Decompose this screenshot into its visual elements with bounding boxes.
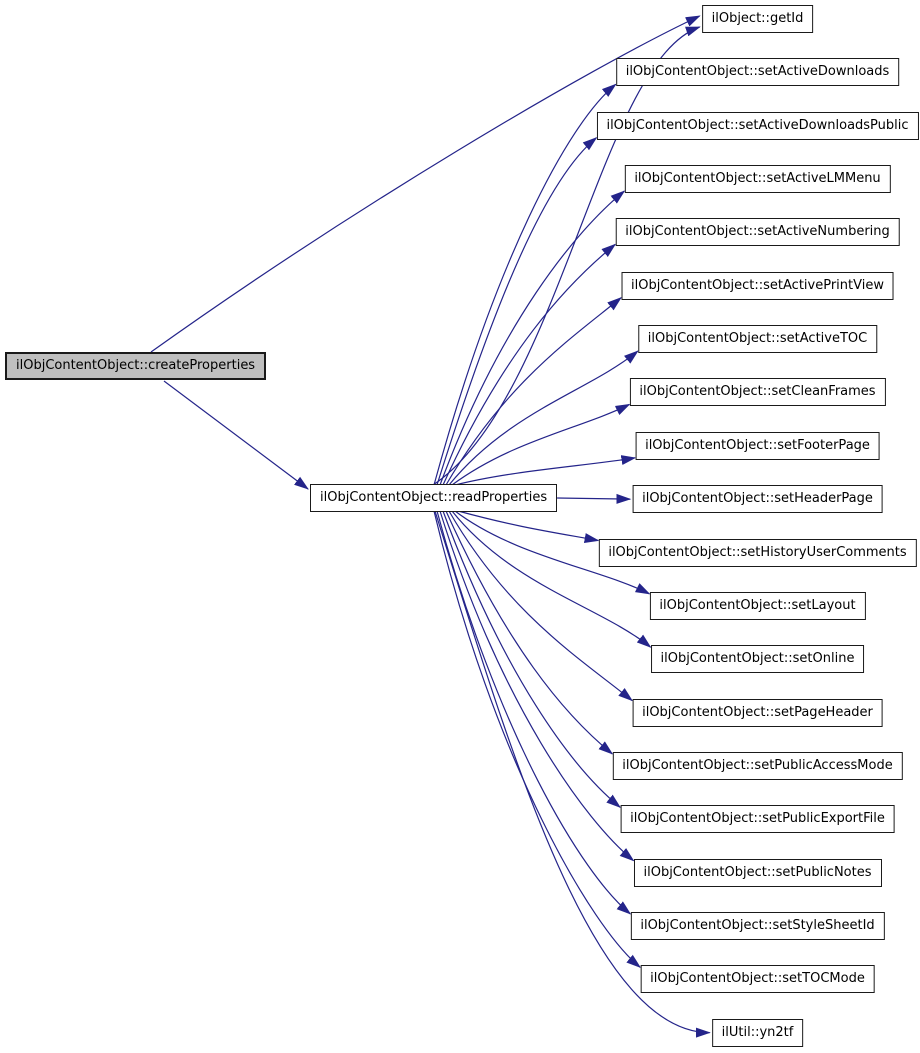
node-setActiveDownloads[interactable]: ilObjContentObject::setActiveDownloads — [615, 58, 900, 87]
edge-readProperties-setTOCMode — [433, 510, 642, 969]
node-setActiveTOC[interactable]: ilObjContentObject::setActiveTOC — [637, 325, 878, 354]
node-setPageHeader[interactable]: ilObjContentObject::setPageHeader — [632, 698, 883, 727]
edge-readProperties-setActiveTOC — [448, 350, 639, 486]
edge-readProperties-setOnline — [451, 510, 652, 648]
edge-readProperties-setPublicNotes — [439, 510, 635, 862]
node-setOnline[interactable]: ilObjContentObject::setOnline — [650, 645, 865, 674]
edge-readProperties-setPageHeader — [448, 510, 633, 702]
node-setHistoryUserComments[interactable]: ilObjContentObject::setHistoryUserCommen… — [598, 538, 917, 567]
edge-readProperties-setLayout — [454, 510, 651, 595]
edge-readProperties-setActivePrintView — [445, 297, 622, 486]
edge-createProperties-readProperties — [163, 380, 309, 490]
edge-createProperties-getId — [150, 15, 701, 353]
edge-readProperties-setHistoryUserComments — [457, 510, 600, 544]
edge-readProperties-setFooterPage — [454, 455, 637, 486]
node-setPublicNotes[interactable]: ilObjContentObject::setPublicNotes — [633, 858, 882, 887]
node-getId[interactable]: ilObject::getId — [701, 5, 814, 33]
node-setActivePrintView[interactable]: ilObjContentObject::setActivePrintView — [621, 271, 894, 300]
edge-readProperties-setPublicExportFile — [442, 510, 621, 808]
edge-readProperties-getId — [432, 26, 701, 486]
edge-readProperties-yn2tf — [434, 510, 711, 1038]
edge-readProperties-setStyleSheetId — [436, 510, 632, 915]
node-setTOCMode[interactable]: ilObjContentObject::setTOCMode — [640, 965, 875, 994]
node-setHeaderPage[interactable]: ilObjContentObject::setHeaderPage — [632, 485, 883, 514]
node-createProperties[interactable]: ilObjContentObject::createProperties — [5, 352, 267, 380]
node-setActiveNumbering[interactable]: ilObjContentObject::setActiveNumbering — [615, 218, 900, 247]
node-readProperties[interactable]: ilObjContentObject::readProperties — [310, 484, 558, 512]
edge-readProperties-setActiveDownloads — [433, 83, 617, 486]
node-setPublicExportFile[interactable]: ilObjContentObject::setPublicExportFile — [620, 805, 895, 834]
edge-readProperties-setActiveNumbering — [442, 243, 617, 486]
node-setActiveDownloadsPublic[interactable]: ilObjContentObject::setActiveDownloadsPu… — [596, 111, 919, 140]
node-setActiveLMMenu[interactable]: ilObjContentObject::setActiveLMMenu — [624, 165, 891, 194]
node-setPublicAccessMode[interactable]: ilObjContentObject::setPublicAccessMode — [612, 751, 903, 780]
node-setCleanFrames[interactable]: ilObjContentObject::setCleanFrames — [629, 378, 886, 407]
node-yn2tf[interactable]: ilUtil::yn2tf — [711, 1018, 804, 1047]
node-setFooterPage[interactable]: ilObjContentObject::setFooterPage — [635, 431, 880, 460]
node-setStyleSheetId[interactable]: ilObjContentObject::setStyleSheetId — [630, 911, 885, 940]
edge-readProperties-setHeaderPage — [557, 493, 632, 504]
edge-readProperties-setActiveLMMenu — [439, 190, 626, 486]
edge-readProperties-setPublicAccessMode — [445, 510, 614, 755]
edge-readProperties-setActiveDownloadsPublic — [436, 136, 598, 486]
node-setLayout[interactable]: ilObjContentObject::setLayout — [649, 591, 866, 620]
edge-readProperties-setCleanFrames — [451, 403, 631, 486]
